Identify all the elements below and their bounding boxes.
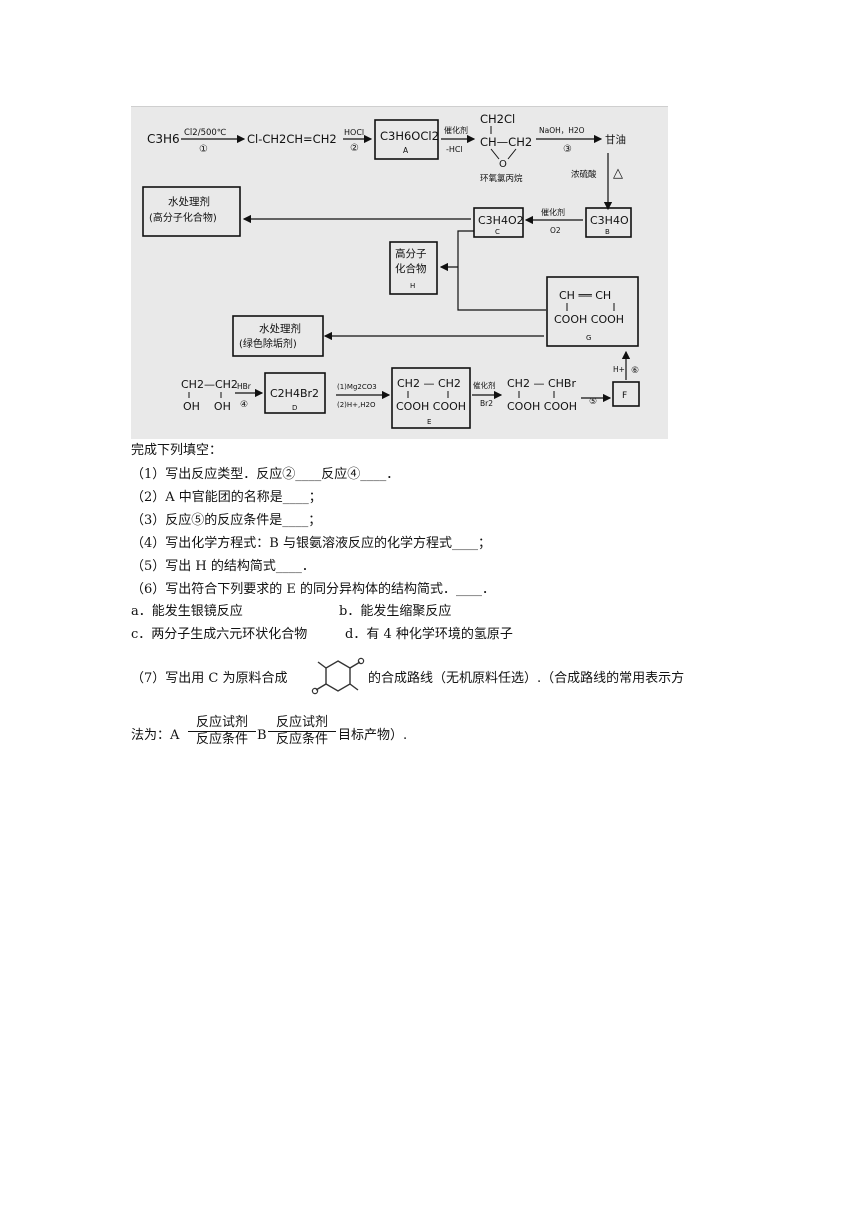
connector-C-G (457, 230, 546, 311)
oxidation-reagent: O2 (550, 226, 561, 235)
option-c: c．两分子生成六元环状化合物 (131, 627, 308, 642)
r5-number: ④ (240, 400, 248, 410)
r2-number: ② (350, 143, 359, 154)
question-7-part2: 的合成路线（无机原料任选）.（合成路线的常用表示方 (368, 671, 685, 686)
bromo-bottom: COOH COOH (507, 400, 577, 413)
water2-line1: 水处理剂 (259, 322, 301, 335)
G-label: G (586, 334, 591, 342)
question-6: （6）写出符合下列要求的 E 的同分异构体的结构简式．____． (131, 582, 496, 597)
question-4: （4）写出化学方程式：B 与银氨溶液反应的化学方程式____； (131, 536, 491, 551)
glycerol: 甘油 (605, 133, 626, 146)
route-reagent-2: 反应试剂 (275, 715, 328, 730)
H-line1: 高分子 (395, 247, 427, 260)
D-label: D (292, 404, 297, 412)
intro-line: 完成下列填空： (131, 443, 223, 458)
E-bottom: COOH COOH (396, 400, 466, 413)
r3-catalyst: 催化剂 (444, 125, 468, 135)
route-arrow-2: 反应试剂 反应条件 (268, 715, 336, 748)
box-D (264, 372, 326, 414)
C-formula: C3H4O2 (478, 214, 524, 227)
glycol-top: CH2—CH2 (181, 378, 238, 391)
E-label: E (427, 418, 431, 426)
question-3: （3）反应⑤的反应条件是____； (131, 513, 322, 528)
H-line2: 化合物 (395, 262, 427, 275)
heat-symbol: △ (613, 166, 623, 181)
box-G (546, 276, 639, 347)
H-label: H (410, 282, 415, 290)
box-F (612, 381, 640, 407)
question-5: （5）写出 H 的结构简式____． (131, 559, 315, 574)
r7-catalyst: 催化剂 (473, 380, 496, 390)
r9-number: ⑥ (631, 366, 639, 376)
start-formula: C3H6 (147, 132, 180, 146)
box-E (391, 367, 471, 429)
r6-step1: (1)Mg2CO3 (337, 383, 377, 391)
box-water-treatment-1 (142, 186, 241, 237)
water2-line2: (绿色除垢剂) (239, 337, 297, 350)
r4-reagent: NaOH，H2O (539, 126, 585, 135)
box-C (473, 207, 524, 238)
G-bottom: COOH COOH (554, 313, 624, 326)
r1-number: ① (199, 144, 208, 155)
reaction-scheme: C3H6 Cl2/500℃ ① Cl-CH2CH=CH2 HOCl ② C3H6… (131, 106, 668, 439)
r1-condition: Cl2/500℃ (184, 128, 227, 138)
r8-number: ⑤ (589, 397, 597, 407)
option-b: b．能发生缩聚反应 (339, 604, 452, 619)
lactide-structure (311, 657, 365, 695)
epoxide-mid: CH—CH2 (480, 135, 532, 149)
r4-number: ③ (563, 144, 572, 155)
route-suffix: 目标产物）. (338, 728, 408, 743)
B-formula: C3H4O (590, 214, 629, 227)
r9-reagent: H+ (613, 365, 625, 374)
water1-line2: (高分子化合物) (149, 211, 217, 224)
A-formula: C3H6OCl2 (380, 129, 439, 143)
allyl-chloride: Cl-CH2CH=CH2 (247, 132, 337, 146)
box-B (585, 207, 632, 238)
scheme-svg: C3H6 Cl2/500℃ ① Cl-CH2CH=CH2 HOCl ② C3H6… (142, 112, 640, 429)
question-1: （1）写出反应类型．反应②____反应④____． (131, 467, 400, 482)
G-top: CH ══ CH (559, 289, 611, 302)
r6-step2: (2)H+,H2O (337, 401, 376, 409)
option-d: d．有 4 种化学环境的氢原子 (345, 627, 513, 642)
r3-byproduct: -HCl (446, 145, 463, 154)
glycol-bottom: OH OH (183, 400, 231, 413)
route-reagent-1: 反应试剂 (195, 715, 248, 730)
route-condition-2: 反应条件 (268, 731, 336, 748)
epoxide-oxygen: O (499, 159, 507, 170)
epoxide-top: CH2Cl (480, 112, 515, 126)
D-formula: C2H4Br2 (270, 387, 319, 400)
epoxide-name: 环氧氯丙烷 (480, 173, 523, 184)
options-row-ab: a．能发生银镜反应 b．能发生缩聚反应 (131, 603, 451, 621)
option-a: a．能发生银镜反应 (131, 604, 243, 619)
r7-reagent: Br2 (480, 399, 493, 408)
C-label: C (495, 228, 500, 236)
r2-reagent: HOCl (344, 128, 364, 137)
route-arrow-1: 反应试剂 反应条件 (188, 715, 256, 748)
route-condition-1: 反应条件 (188, 731, 256, 748)
A-label: A (403, 146, 409, 155)
dehydration-condition: 浓硫酸 (571, 169, 597, 180)
B-label: B (605, 228, 610, 236)
box-H (389, 241, 438, 295)
question-7-part1: （7）写出用 C 为原料合成 (131, 671, 288, 686)
box-water-treatment-2 (232, 315, 324, 357)
oxidation-catalyst: 催化剂 (541, 207, 565, 217)
F-label: F (622, 391, 627, 401)
r5-reagent: HBr (237, 382, 252, 391)
options-row-cd: c．两分子生成六元环状化合物 d．有 4 种化学环境的氢原子 (131, 626, 513, 644)
route-intermediate: B (257, 728, 267, 743)
bromo-top: CH2 — CHBr (507, 377, 576, 390)
water1-line1: 水处理剂 (168, 195, 210, 208)
E-top: CH2 — CH2 (397, 377, 461, 390)
route-prefix: 法为：A (131, 728, 180, 743)
box-A (374, 119, 439, 160)
question-2: （2）A 中官能团的名称是____； (131, 490, 322, 505)
